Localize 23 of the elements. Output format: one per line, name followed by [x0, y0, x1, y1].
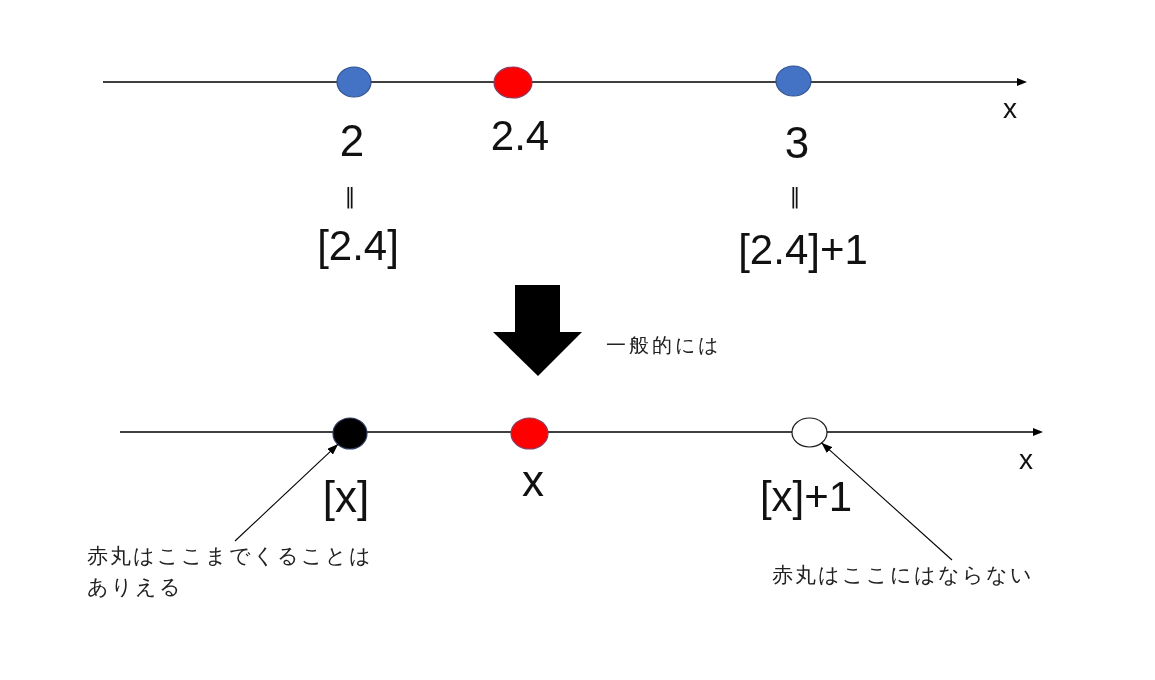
point-marker [493, 65, 533, 99]
point-marker [332, 416, 368, 450]
value-label: [2.4]+1 [738, 229, 868, 271]
value-label: [x] [322, 475, 370, 519]
leader-line [234, 443, 339, 542]
point-marker [336, 66, 372, 98]
annotation-text: 赤丸はここまでくることはありえる [87, 541, 391, 603]
point-marker [791, 416, 828, 448]
axis-label: x [1019, 446, 1033, 474]
annotation-text: 赤丸はここにはならない [772, 560, 1034, 591]
value-label: 2.4 [490, 115, 550, 157]
transition-label: 一般的には [605, 335, 721, 355]
value-label: [2.4] [317, 225, 399, 267]
point-marker [774, 65, 812, 97]
value-label: x [522, 459, 544, 503]
point-marker [510, 416, 549, 450]
equality-mark: ‖ [344, 185, 356, 207]
value-label: 2 [339, 119, 365, 163]
leader-line [820, 442, 953, 561]
value-label: 3 [784, 121, 810, 165]
value-label: [x]+1 [759, 476, 853, 518]
axis-label: x [1003, 95, 1017, 123]
equality-mark: ‖ [789, 185, 801, 207]
